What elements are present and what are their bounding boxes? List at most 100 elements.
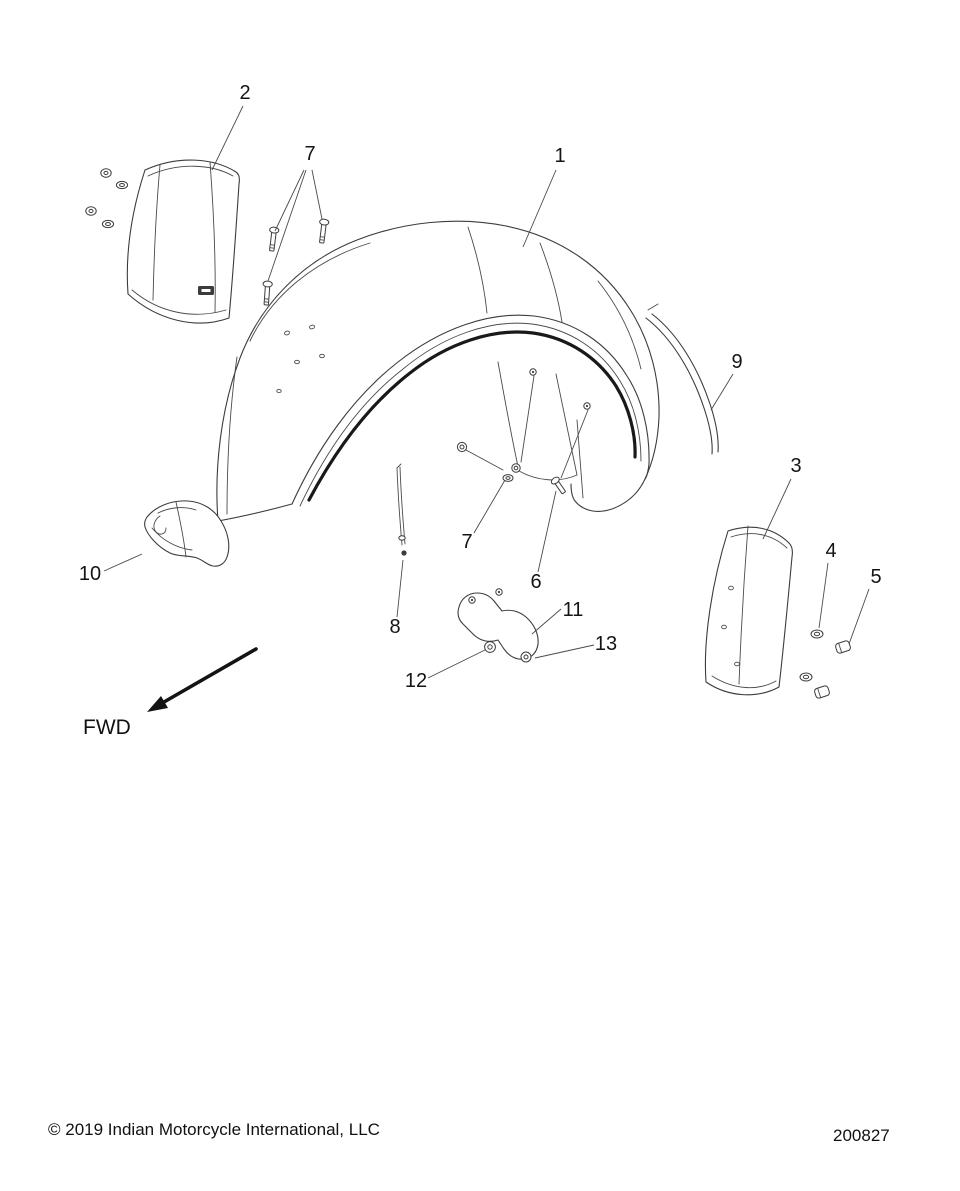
callout-7-mid: 7 — [461, 531, 472, 553]
leader-lines — [103, 105, 870, 679]
fender-wheel-arch-outer — [291, 314, 650, 505]
callout-11: 11 — [563, 599, 584, 621]
cover-bottom-inner — [131, 289, 227, 315]
fender-wheel-arch-inner — [299, 322, 642, 507]
leader-8 — [396, 559, 404, 618]
flap-rib-1 — [175, 501, 187, 558]
bracket-part-11 — [457, 588, 539, 663]
callout-3: 3 — [790, 455, 801, 477]
fender-seam-1 — [467, 226, 488, 314]
callout-13: 13 — [595, 633, 617, 655]
leader-1 — [522, 169, 557, 248]
cover-hole — [728, 585, 734, 591]
callout-labels: 2 7 1 9 3 4 5 7 6 8 10 11 13 12 — [79, 82, 882, 692]
fender-hole — [294, 359, 300, 365]
flap-rib-2 — [157, 507, 197, 514]
bolt — [262, 280, 273, 306]
fender-hole — [308, 324, 316, 330]
callout-4: 4 — [825, 540, 836, 562]
side-cover-rear-part-3 — [704, 525, 793, 696]
strip-outer — [651, 313, 719, 453]
fender-right-contour — [597, 280, 642, 370]
cap-nut — [814, 685, 830, 699]
flap-outline — [144, 500, 230, 567]
inner-rear-edge — [576, 419, 584, 499]
fasteners-part-7-mid — [502, 463, 521, 482]
cover-clip-slot — [200, 288, 212, 293]
leader-7-mid — [473, 479, 506, 534]
inner-skirt-edge-1 — [497, 361, 520, 472]
strip-inner — [645, 317, 713, 455]
part-number: 200827 — [833, 1126, 890, 1145]
leader-7-upper-c — [267, 169, 307, 282]
stud-center — [585, 404, 589, 408]
fender-top-contour — [249, 242, 371, 342]
fwd-arrow-head — [147, 696, 168, 712]
leader-5 — [848, 588, 870, 645]
inner-skirt-edge-2 — [555, 373, 578, 476]
bracket-boss-hole — [523, 654, 529, 660]
cover-hole — [734, 661, 740, 667]
leader-4 — [818, 562, 829, 629]
cap-nut-part-5 — [814, 640, 851, 699]
side-cover-front-part-2 — [85, 159, 240, 324]
leader-2 — [211, 105, 244, 171]
washer-hole — [802, 674, 810, 680]
cover-top-inner — [147, 165, 234, 177]
rod-ball-end — [401, 550, 407, 556]
nut-alignment-line — [465, 449, 504, 471]
fender-trim-stripe — [307, 330, 637, 502]
leader-3 — [762, 478, 792, 540]
stud-center — [531, 370, 535, 374]
washer-hole — [105, 222, 111, 226]
stud-alignment-line — [560, 409, 589, 479]
fender-seam-2 — [539, 242, 563, 323]
rod-top-hook — [396, 463, 402, 469]
strip-end-tick — [647, 303, 659, 311]
fender-hole — [276, 388, 282, 394]
rod-edge-1 — [396, 467, 403, 546]
cap-nut — [835, 640, 851, 654]
copyright-text: © 2019 Indian Motorcycle International, … — [48, 1120, 380, 1139]
inner-skirt-bottom — [518, 470, 578, 481]
leader-7-upper-b — [311, 169, 323, 220]
cover-seam-2 — [209, 161, 216, 313]
callout-10: 10 — [79, 563, 101, 585]
washer-hole — [505, 476, 511, 480]
fender-outer-edge — [216, 220, 660, 522]
hex-nut-hole — [103, 170, 109, 176]
bolt — [319, 218, 330, 244]
washer-hole — [119, 183, 125, 187]
cover-seam-1 — [152, 164, 161, 301]
front-flap-part-10 — [144, 500, 230, 567]
washer-part-4 — [799, 629, 824, 682]
cover-outline — [126, 159, 240, 324]
callout-6: 6 — [530, 571, 541, 593]
callout-5: 5 — [870, 566, 881, 588]
trim-strip-part-9 — [645, 303, 719, 455]
hex-nut-hole — [88, 208, 94, 214]
fwd-label: FWD — [83, 716, 131, 739]
washer-hole — [813, 631, 821, 637]
bracket-screw-center — [470, 598, 474, 602]
leader-13 — [534, 644, 595, 659]
callout-8: 8 — [389, 616, 400, 638]
cover-outline — [704, 526, 793, 696]
rod-clip — [398, 535, 406, 541]
fender-hole — [319, 353, 325, 359]
bolt-head — [550, 476, 560, 485]
callout-1: 1 — [554, 145, 565, 167]
cover-hole — [721, 624, 727, 630]
fender-front-fold — [226, 356, 238, 515]
leader-12 — [427, 649, 486, 679]
leader-11 — [531, 608, 562, 635]
bolt-part-6 — [550, 476, 566, 495]
callout-9: 9 — [731, 351, 742, 373]
bolt — [269, 226, 280, 252]
leader-10 — [103, 553, 143, 572]
stud-alignment-line — [520, 375, 535, 463]
leader-6 — [537, 490, 557, 573]
bolts-part-7-upper — [262, 218, 330, 306]
